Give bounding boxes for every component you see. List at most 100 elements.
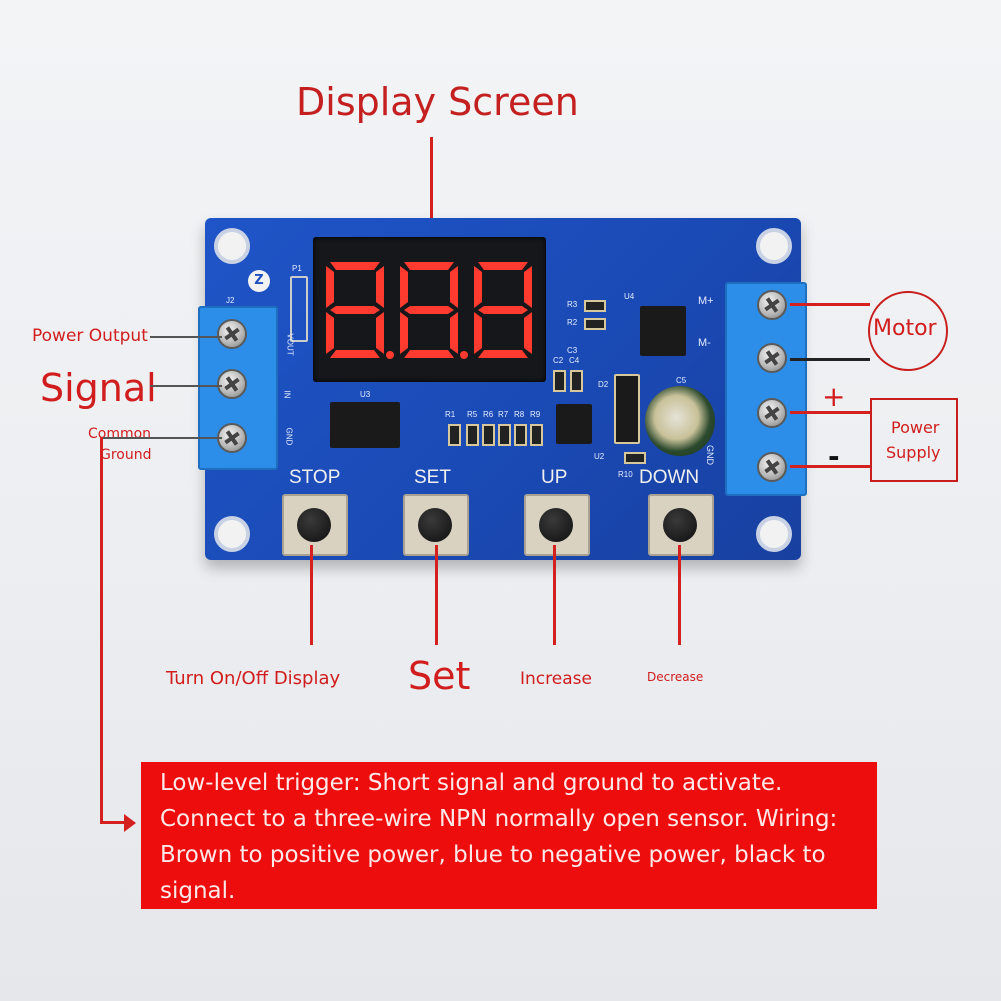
label-plus: + [822,380,846,413]
silk-c5: C5 [676,376,687,385]
up-pointer-line [553,545,556,645]
label-common-ground-2: Ground [100,447,152,463]
silk-gnd: GND [284,427,294,446]
silk-u3: U3 [360,390,371,399]
set-pointer-line [435,545,438,645]
board-label-stop: STOP [289,467,341,488]
label-minus: - [828,440,840,473]
stop-button[interactable] [282,494,348,556]
down-button-cap [663,508,697,542]
supply-line-minus [790,465,870,468]
power-supply-box [870,398,958,482]
silk-vout: VOUT [285,333,295,356]
down-button[interactable] [648,494,714,556]
ground-line [102,437,222,439]
silk-gnd-right: GND [705,445,715,465]
trigger-note-text: Low-level trigger: Short signal and grou… [160,770,838,904]
resistor [584,318,606,330]
silk-in: IN [282,390,292,399]
set-button-cap [418,508,452,542]
arrow-right-icon [124,814,136,832]
label-motor: Motor [873,316,937,341]
resistor [448,424,461,446]
trigger-note-box [141,762,877,909]
motor-line-top [790,303,870,306]
title-display-screen: Display Screen [296,80,579,124]
screw-m-plus-icon [757,290,787,320]
screw-in-icon [217,369,247,399]
silk-u2: U2 [594,452,605,461]
power-output-line [150,336,222,338]
board-label-down: DOWN [639,467,700,488]
label-common-ground-1: Common [88,426,152,442]
silk-p1: P1 [292,264,302,273]
silk-r8: R8 [514,410,525,419]
capacitor [570,370,583,392]
motor-circle [868,291,948,371]
label-power-supply-1: Power [891,418,940,437]
silk-r10: R10 [618,470,633,479]
signal-line [150,385,222,387]
mounting-hole [756,228,792,264]
display-digits [326,262,532,359]
silk-r9: R9 [530,410,541,419]
resistor [530,424,543,446]
silk-j2: J2 [226,296,235,305]
display-pointer-line [430,137,433,241]
board-label-up: UP [541,467,568,488]
down-pointer-line [678,545,681,645]
label-power-output: Power Output [32,326,148,346]
supply-line-plus [790,411,870,414]
label-increase: Increase [520,669,592,689]
capacitor-c5 [645,386,715,456]
resistor [514,424,527,446]
silk-r5: R5 [467,410,478,419]
label-turn-on-off-display: Turn On/Off Display [166,668,341,689]
resistor [584,300,606,312]
screw-vin-minus-icon [757,452,787,482]
silk-c2: C2 [553,356,564,365]
ground-arrow-vertical [100,437,103,824]
digit-1 [326,262,384,358]
diode-d2 [614,374,640,444]
screw-vout-icon [217,319,247,349]
board-label-set: SET [414,467,451,488]
mounting-hole [214,516,250,552]
silk-d2: D2 [598,380,609,389]
resistor [482,424,495,446]
resistor [466,424,479,446]
label-set: Set [408,654,471,698]
silk-r3: R3 [567,300,578,309]
resistor-r10 [624,452,646,464]
motor-line-bottom [790,358,870,361]
silk-c3: C3 [567,346,578,355]
silk-r1: R1 [445,410,456,419]
chip-u4 [640,306,686,356]
chip-u3 [330,402,400,448]
label-power-supply-2: Supply [886,443,941,462]
digit-2 [386,262,458,359]
header-p1 [290,276,308,342]
digit-3 [460,262,532,359]
silk-r6: R6 [483,410,494,419]
silk-c4: C4 [569,356,580,365]
label-decrease: Decrease [647,670,704,684]
stop-button-cap [297,508,331,542]
ground-arrow-horizontal [100,821,126,824]
silk-u4: U4 [624,292,635,301]
chip-u2 [556,404,592,444]
silk-r2: R2 [567,318,578,327]
label-signal: Signal [40,366,157,410]
stop-pointer-line [310,545,313,645]
resistor [498,424,511,446]
mounting-hole [756,516,792,552]
screw-vin-plus-icon [757,398,787,428]
up-button[interactable] [524,494,590,556]
brand-logo-icon: Z [248,270,270,292]
mounting-hole [214,228,250,264]
capacitor [553,370,566,392]
silk-m-minus: M- [698,337,711,349]
screw-m-minus-icon [757,343,787,373]
up-button-cap [539,508,573,542]
silk-r7: R7 [498,410,509,419]
